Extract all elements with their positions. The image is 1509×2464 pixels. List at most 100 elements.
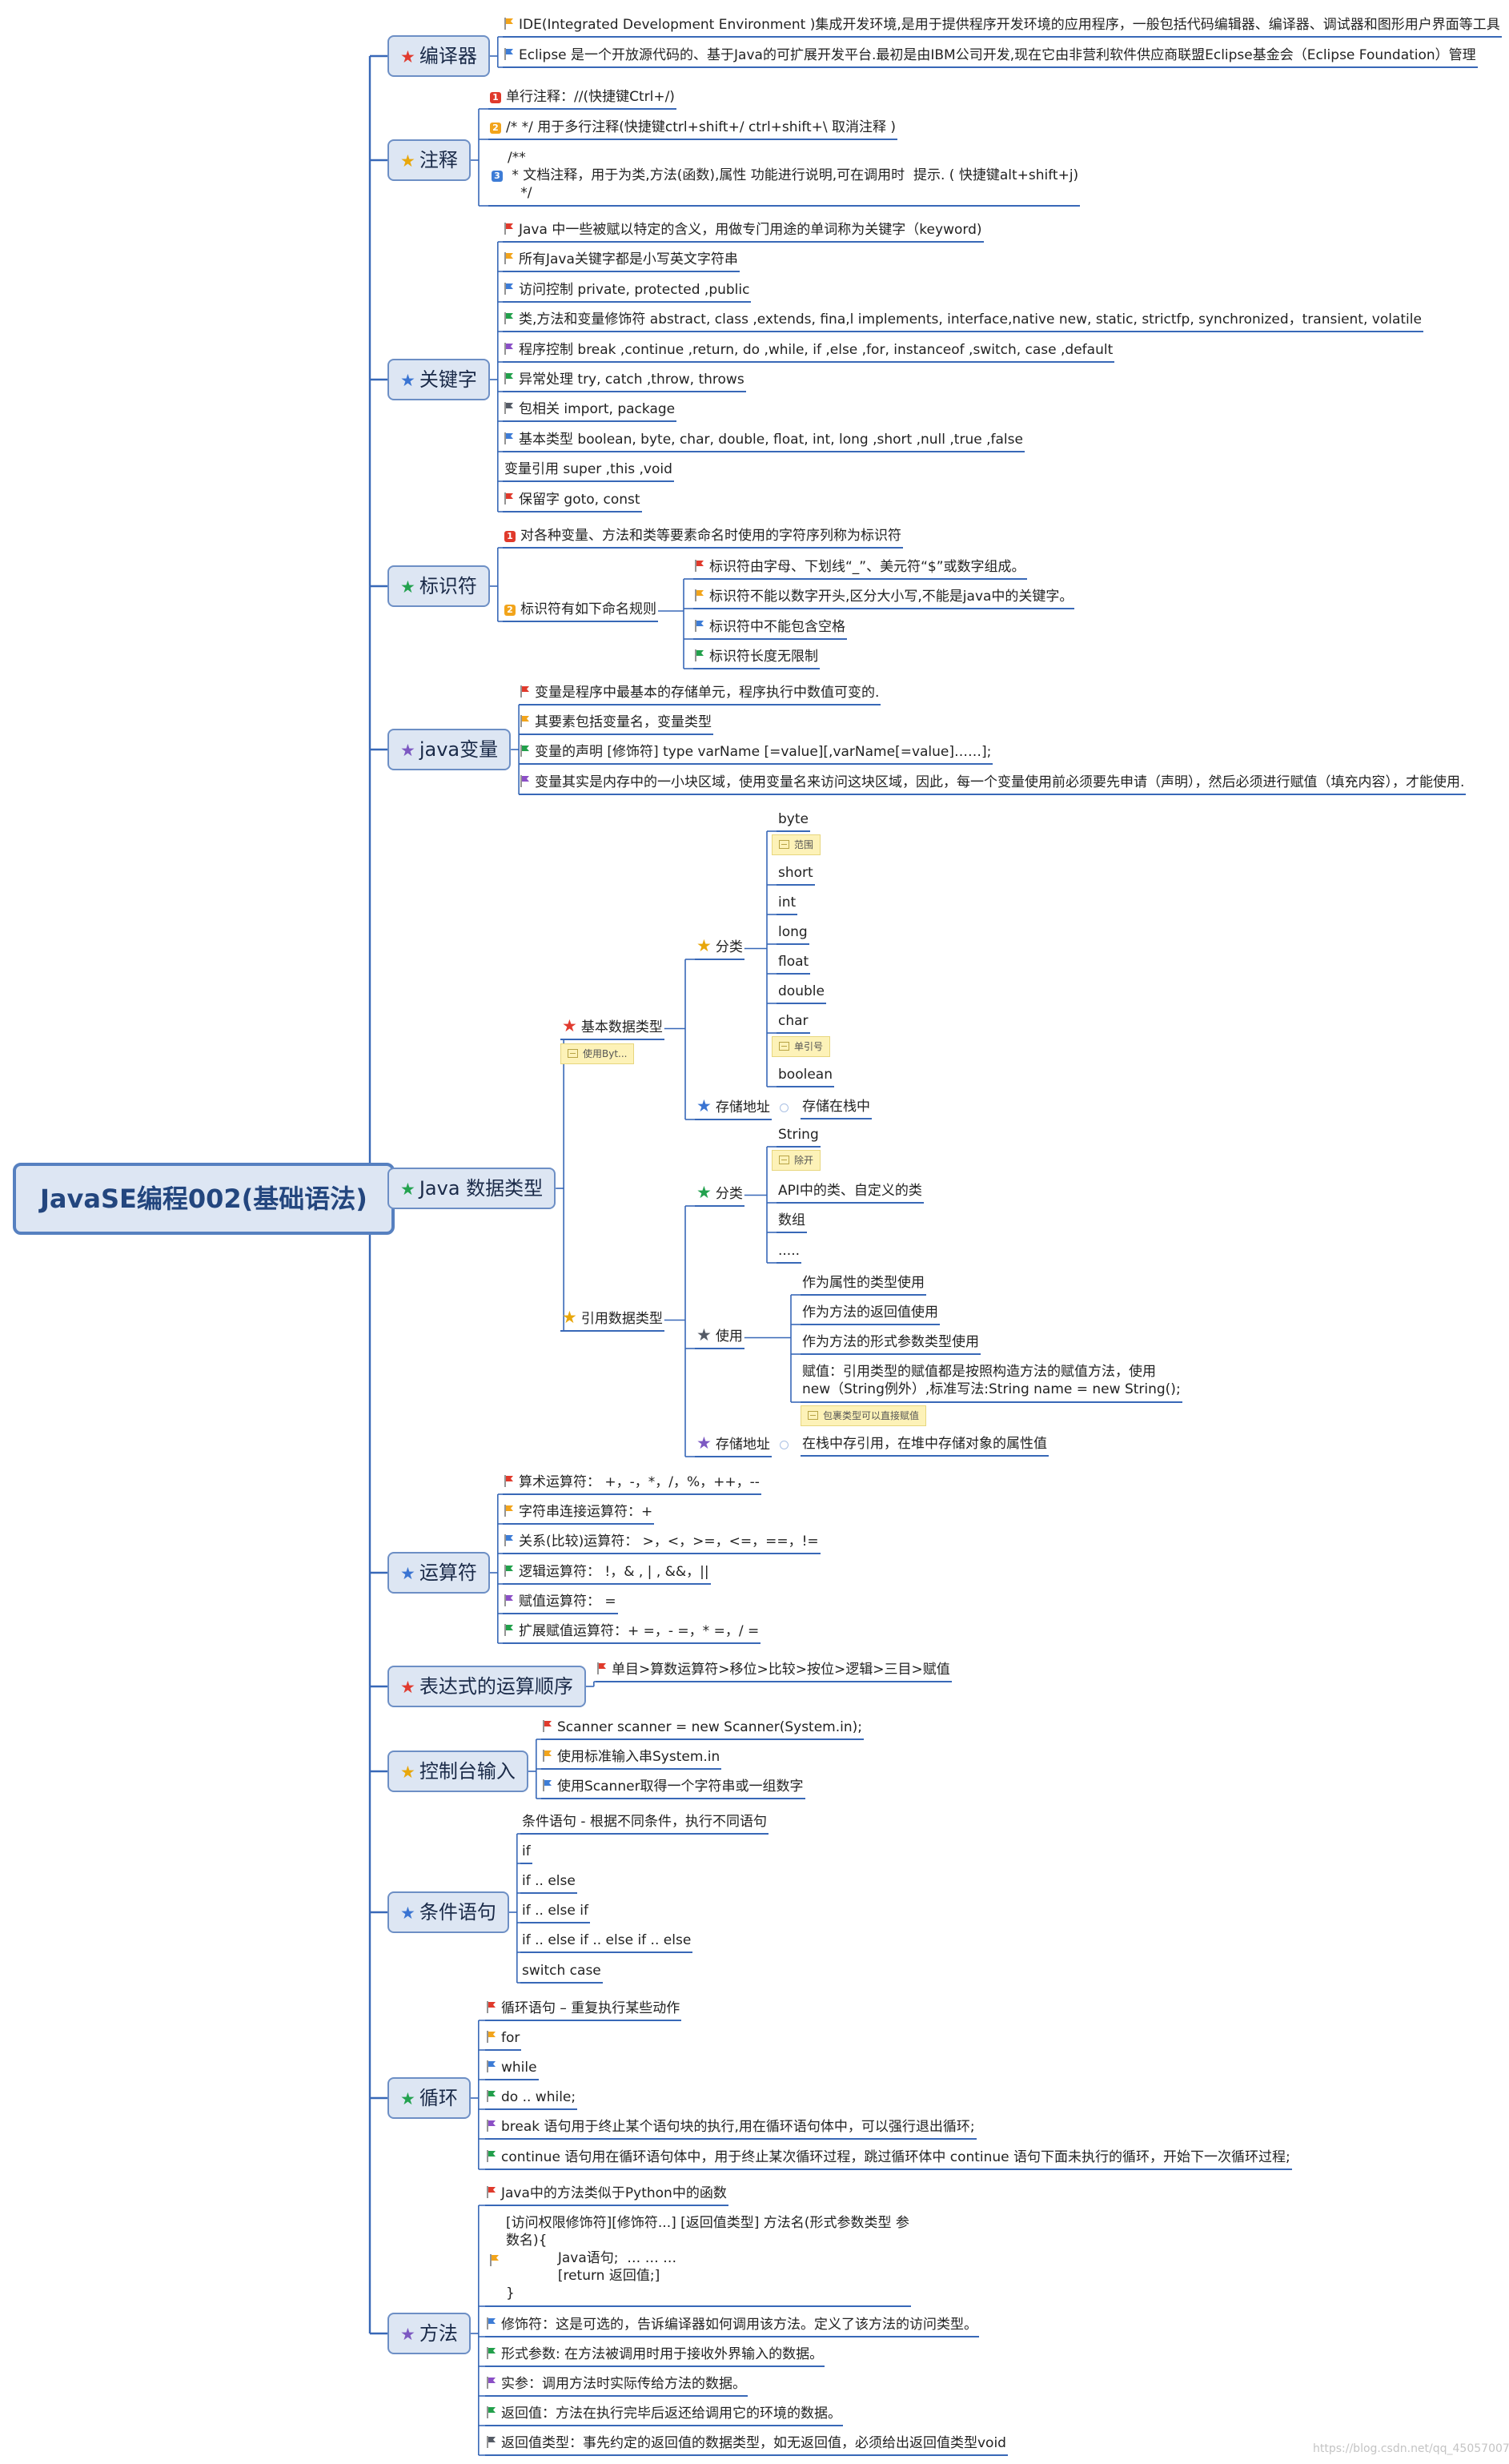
node-reference-storage[interactable]: ★存储地址	[695, 1434, 772, 1457]
node-loop-for[interactable]: for	[485, 2028, 522, 2051]
topic-operators[interactable]: ★运算符	[387, 1552, 490, 1594]
node-keyword-reserved[interactable]: 保留字 goto, const	[503, 490, 642, 512]
node-keyword-control[interactable]: 程序控制 break ,continue ,return, do ,while,…	[503, 340, 1115, 363]
node-type-short[interactable]: short	[777, 863, 815, 886]
node-type-double[interactable]: double	[777, 982, 826, 1004]
node-op-assignment[interactable]: 赋值运算符： =	[503, 1592, 618, 1614]
node-eclipse[interactable]: Eclipse 是一个开放源代码的、基于Java的可扩展开发平台.最初是由IBM…	[503, 46, 1478, 68]
node-variable-definition[interactable]: 变量是程序中最基本的存储单元，程序执行中数值可变的.	[519, 683, 881, 705]
node-loop-break[interactable]: break 语句用于终止某个语句块的执行,用在循环语句体中，可以强行退出循环;	[485, 2117, 977, 2140]
node-usage-assignment[interactable]: 赋值：引用类型的赋值都是按照构造方法的赋值方法，使用 new（String例外）…	[801, 1361, 1182, 1403]
node-variable-declaration[interactable]: 变量的声明 [修饰符] type varName [=value][,varNa…	[519, 742, 993, 765]
node-keyword-lowercase[interactable]: 所有Java关键字都是小写英文字符串	[503, 250, 740, 272]
node-reference-storage-value[interactable]: 在栈中存引用，在堆中存储对象的属性值	[801, 1434, 1049, 1457]
node-rule-no-digit-start[interactable]: 标识符不能以数字开头,区分大小写,不能是java中的关键字。	[693, 587, 1075, 609]
topic-expression-order[interactable]: ★表达式的运算顺序	[387, 1666, 586, 1707]
node-primitive-storage[interactable]: ★存储地址	[695, 1097, 772, 1120]
topic-data-types[interactable]: ★Java 数据类型	[387, 1168, 556, 1209]
node-rule-characters[interactable]: 标识符由字母、下划线“_”、美元符“$”或数字组成。	[693, 557, 1027, 580]
node-method-params[interactable]: 形式参数: 在方法被调用时用于接收外界输入的数据。	[485, 2345, 825, 2367]
node-multi-line-comment[interactable]: 2/* */ 用于多行注释(快捷键ctrl+shift+/ ctrl+shift…	[488, 118, 898, 140]
topic-compiler[interactable]: ★编译器	[387, 35, 490, 77]
node-reference-types[interactable]: ★引用数据类型	[560, 1308, 664, 1332]
node-keyword-access[interactable]: 访问控制 private, protected ,public	[503, 280, 752, 303]
node-op-string-concat[interactable]: 字符串连接运算符：+	[503, 1502, 655, 1525]
node-scanner-new[interactable]: Scanner scanner = new Scanner(System.in)…	[541, 1718, 865, 1740]
topic-variables[interactable]: ★java变量	[387, 729, 512, 770]
node-method-definition[interactable]: Java中的方法类似于Python中的函数	[485, 2184, 728, 2206]
node-usage-attribute[interactable]: 作为属性的类型使用	[801, 1273, 926, 1296]
node-cond-if-else-if[interactable]: if .. else if	[520, 1901, 590, 1923]
note-single-quote[interactable]: 单引号	[772, 1036, 831, 1057]
node-type-boolean[interactable]: boolean	[777, 1065, 834, 1087]
node-ref-array[interactable]: 数组	[777, 1211, 807, 1233]
node-keyword-primitive-types[interactable]: 基本类型 boolean, byte, char, double, float,…	[503, 430, 1025, 452]
node-variable-memory[interactable]: 变量其实是内存中的一小块区域，使用变量名来访问这块区域，因此，每一个变量使用前必…	[519, 773, 1467, 795]
node-usage-parameter[interactable]: 作为方法的形式参数类型使用	[801, 1332, 981, 1355]
collapse-dot-icon[interactable]	[780, 1103, 789, 1112]
node-rule-length[interactable]: 标识符长度无限制	[693, 647, 820, 669]
topic-conditionals[interactable]: ★条件语句	[387, 1891, 509, 1933]
node-usage-return[interactable]: 作为方法的返回值使用	[801, 1303, 940, 1325]
node-rule-no-spaces[interactable]: 标识符中不能包含空格	[693, 617, 847, 640]
root-topic[interactable]: JavaSE编程002(基础语法)	[13, 1163, 395, 1235]
node-scanner-system-in[interactable]: 使用标准输入串System.in	[541, 1747, 722, 1770]
node-scanner-read[interactable]: 使用Scanner取得一个字符串或一组数字	[541, 1777, 805, 1799]
node-doc-comment[interactable]: 3/** * 文档注释，用于为类,方法(函数),属性 功能进行说明,可在调用时 …	[488, 147, 1081, 207]
node-cond-if[interactable]: if	[520, 1842, 532, 1864]
node-keyword-exceptions[interactable]: 异常处理 try, catch ,throw, throws	[503, 370, 746, 392]
node-method-syntax[interactable]: [访问权限修饰符][修饰符...] [返回值类型] 方法名(形式参数类型 参 数…	[485, 2213, 911, 2307]
node-keyword-modifiers[interactable]: 类,方法和变量修饰符 abstract, class ,extends, fin…	[503, 310, 1423, 332]
topic-methods[interactable]: ★方法	[387, 2313, 471, 2354]
note-except[interactable]: 除开	[772, 1150, 821, 1171]
node-op-arithmetic[interactable]: 算术运算符： +，-，*，/，%，++，--	[503, 1473, 761, 1495]
node-op-logical[interactable]: 逻辑运算符： !，& , | , &&，||	[503, 1562, 711, 1585]
node-keyword-variable-ref[interactable]: 变量引用 super ,this ,void	[503, 460, 674, 482]
node-loop-continue[interactable]: continue 语句用在循环语句体中，用于终止某次循环过程，跳过循环体中 co…	[485, 2148, 1292, 2170]
node-keyword-definition[interactable]: Java 中一些被赋以特定的含义，用做专门用途的单词称为关键字（keyword)	[503, 220, 984, 243]
node-loop-while[interactable]: while	[485, 2058, 539, 2080]
topic-keywords[interactable]: ★关键字	[387, 359, 490, 400]
node-primitive-types[interactable]: ★基本数据类型	[560, 1017, 664, 1040]
node-method-modifier[interactable]: 修饰符：这是可选的，告诉编译器如何调用该方法。定义了该方法的访问类型。	[485, 2315, 979, 2337]
star-icon: ★	[400, 151, 415, 171]
node-cond-if-else[interactable]: if .. else	[520, 1871, 577, 1894]
note-primitive-types[interactable]: 使用Byt...	[560, 1043, 635, 1064]
collapse-dot-icon[interactable]	[780, 1441, 789, 1449]
node-primitive-category[interactable]: ★分类	[695, 937, 744, 960]
node-type-int[interactable]: int	[777, 893, 798, 915]
node-type-float[interactable]: float	[777, 952, 811, 975]
topic-console-input[interactable]: ★控制台输入	[387, 1751, 528, 1792]
note-wrapper-types[interactable]: 包裹类型可以直接赋值	[801, 1405, 927, 1426]
node-variable-elements[interactable]: 其要素包括变量名，变量类型	[519, 713, 713, 735]
node-ref-string[interactable]: String	[777, 1125, 821, 1148]
node-op-relational[interactable]: 关系(比较)运算符： >，<，>=，<=，==，!=	[503, 1532, 821, 1554]
node-method-return-type[interactable]: 返回值类型：事先约定的返回值的数据类型，如无返回值，必须给出返回值类型void	[485, 2434, 1008, 2456]
node-method-arguments[interactable]: 实参：调用方法时实际传给方法的数据。	[485, 2374, 748, 2397]
node-type-byte[interactable]: byte	[777, 810, 810, 832]
node-loop-do-while[interactable]: do .. while;	[485, 2088, 578, 2110]
node-reference-category[interactable]: ★分类	[695, 1184, 744, 1207]
node-loop-definition[interactable]: 循环语句 – 重复执行某些动作	[485, 1999, 682, 2021]
node-type-char[interactable]: char	[777, 1011, 810, 1034]
topic-identifiers[interactable]: ★标识符	[387, 565, 490, 607]
node-cond-switch[interactable]: switch case	[520, 1961, 603, 1984]
node-ref-api-classes[interactable]: API中的类、自定义的类	[777, 1181, 924, 1204]
node-method-return-value[interactable]: 返回值：方法在执行完毕后返还给调用它的环境的数据。	[485, 2404, 843, 2426]
node-type-long[interactable]: long	[777, 922, 809, 945]
node-ide[interactable]: IDE(Integrated Development Environment )…	[503, 15, 1502, 38]
node-op-extended-assignment[interactable]: 扩展赋值运算符：+ =，- =，* =，/ =	[503, 1622, 761, 1644]
node-cond-definition[interactable]: 条件语句 - 根据不同条件，执行不同语句	[520, 1812, 769, 1835]
node-keyword-package[interactable]: 包相关 import, package	[503, 400, 677, 422]
node-precedence[interactable]: 单目>算数运算符>移位>比较>按位>逻辑>三目>赋值	[596, 1660, 952, 1682]
topic-loops[interactable]: ★循环	[387, 2077, 471, 2119]
node-reference-usage[interactable]: ★使用	[695, 1326, 744, 1349]
note-range[interactable]: 范围	[772, 834, 821, 855]
topic-comments[interactable]: ★注释	[387, 139, 471, 181]
node-primitive-storage-value[interactable]: 存储在栈中	[801, 1097, 872, 1119]
node-cond-if-chain[interactable]: if .. else if .. else if .. else	[520, 1931, 693, 1953]
node-ref-more[interactable]: .....	[777, 1241, 802, 1264]
